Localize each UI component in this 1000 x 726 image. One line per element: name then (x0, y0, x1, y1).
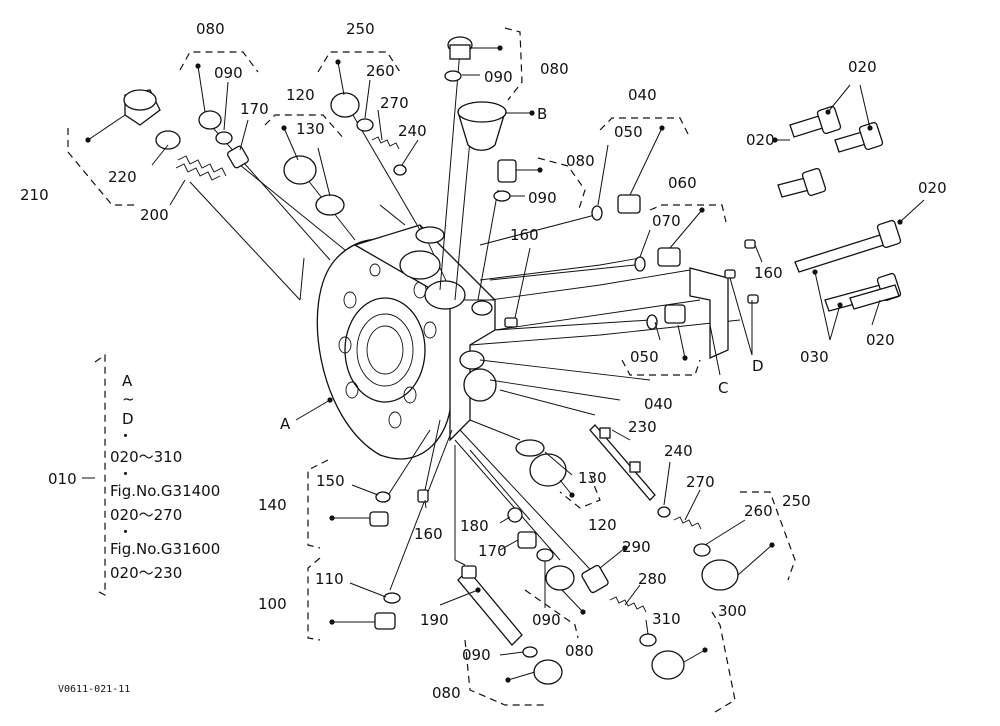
label-280: 280 (638, 570, 667, 588)
label-060: 060 (668, 174, 697, 192)
legend-line-7: Fig.No.G31400 (110, 482, 220, 500)
legend-line-10: Fig.No.G31600 (110, 540, 220, 558)
valve-housing (316, 224, 741, 460)
label-040-b: 040 (644, 395, 673, 413)
parts (123, 36, 902, 685)
label-020-b: 020 (746, 131, 775, 149)
label-270-b: 270 (686, 473, 715, 491)
label-080-a: 080 (196, 20, 225, 38)
legend-line-5: 020～310 (110, 448, 182, 466)
label-130-b: 130 (578, 469, 607, 487)
legend-line-4: ・ (118, 427, 133, 445)
label-090-e: 090 (462, 646, 491, 664)
legend-line-2: ~ (122, 390, 135, 408)
label-090-c: 090 (528, 189, 557, 207)
label-050-a: 050 (614, 123, 643, 141)
leader-lines (189, 49, 651, 591)
label-090-b: 090 (484, 68, 513, 86)
label-120-a: 120 (286, 86, 315, 104)
label-050-b: 050 (630, 348, 659, 366)
label-080-e: 080 (432, 684, 461, 702)
label-D: D (752, 357, 764, 375)
legend-line-8: 020～270 (110, 506, 182, 524)
label-170-a: 170 (240, 100, 269, 118)
label-110: 110 (315, 570, 344, 588)
label-230: 230 (628, 418, 657, 436)
label-130-a: 130 (296, 120, 325, 138)
label-190: 190 (420, 611, 449, 629)
label-090-a: 090 (214, 64, 243, 82)
label-070: 070 (652, 212, 681, 230)
legend-line-11: 020～230 (110, 564, 182, 582)
label-A: A (280, 415, 291, 433)
callout-leaders (85, 45, 925, 683)
label-020-c: 020 (918, 179, 947, 197)
label-310: 310 (652, 610, 681, 628)
label-300: 300 (718, 602, 747, 620)
legend-line-6: ・ (118, 465, 133, 483)
label-020-a: 020 (848, 58, 877, 76)
label-080-b: 080 (540, 60, 569, 78)
label-240-b: 240 (664, 442, 693, 460)
label-160-a: 160 (510, 226, 539, 244)
label-250-b: 250 (782, 492, 811, 510)
label-100: 100 (258, 595, 287, 613)
legend-ref: 010 (48, 470, 77, 488)
label-220: 220 (108, 168, 137, 186)
label-240-a: 240 (398, 122, 427, 140)
legend-line-9: ・ (118, 523, 133, 541)
label-080-d: 080 (565, 642, 594, 660)
group-brackets (67, 27, 796, 713)
label-140: 140 (258, 496, 287, 514)
label-040-a: 040 (628, 86, 657, 104)
part-labels: 080 090 170 250 260 270 120 130 240 220 … (20, 20, 947, 702)
label-B: B (537, 105, 547, 123)
label-170-b: 170 (478, 542, 507, 560)
label-160-c: 160 (414, 525, 443, 543)
legend-line-1: A (122, 372, 133, 390)
label-090-d: 090 (532, 611, 561, 629)
label-210: 210 (20, 186, 49, 204)
label-150: 150 (316, 472, 345, 490)
legend-line-3: D (122, 410, 134, 428)
label-020-d: 020 (866, 331, 895, 349)
label-270-a: 270 (380, 94, 409, 112)
label-120-b: 120 (588, 516, 617, 534)
drawing-code: V0611-021-11 (58, 684, 130, 695)
label-290: 290 (622, 538, 651, 556)
label-030: 030 (800, 348, 829, 366)
label-260-a: 260 (366, 62, 395, 80)
label-180: 180 (460, 517, 489, 535)
label-080-c: 080 (566, 152, 595, 170)
legend-block: 010 A ~ D ・ 020～310 ・ Fig.No.G31400 020～… (48, 372, 220, 582)
label-C: C (718, 379, 728, 397)
label-250-a: 250 (346, 20, 375, 38)
label-260-b: 260 (744, 502, 773, 520)
label-160-b: 160 (754, 264, 783, 282)
label-200: 200 (140, 206, 169, 224)
